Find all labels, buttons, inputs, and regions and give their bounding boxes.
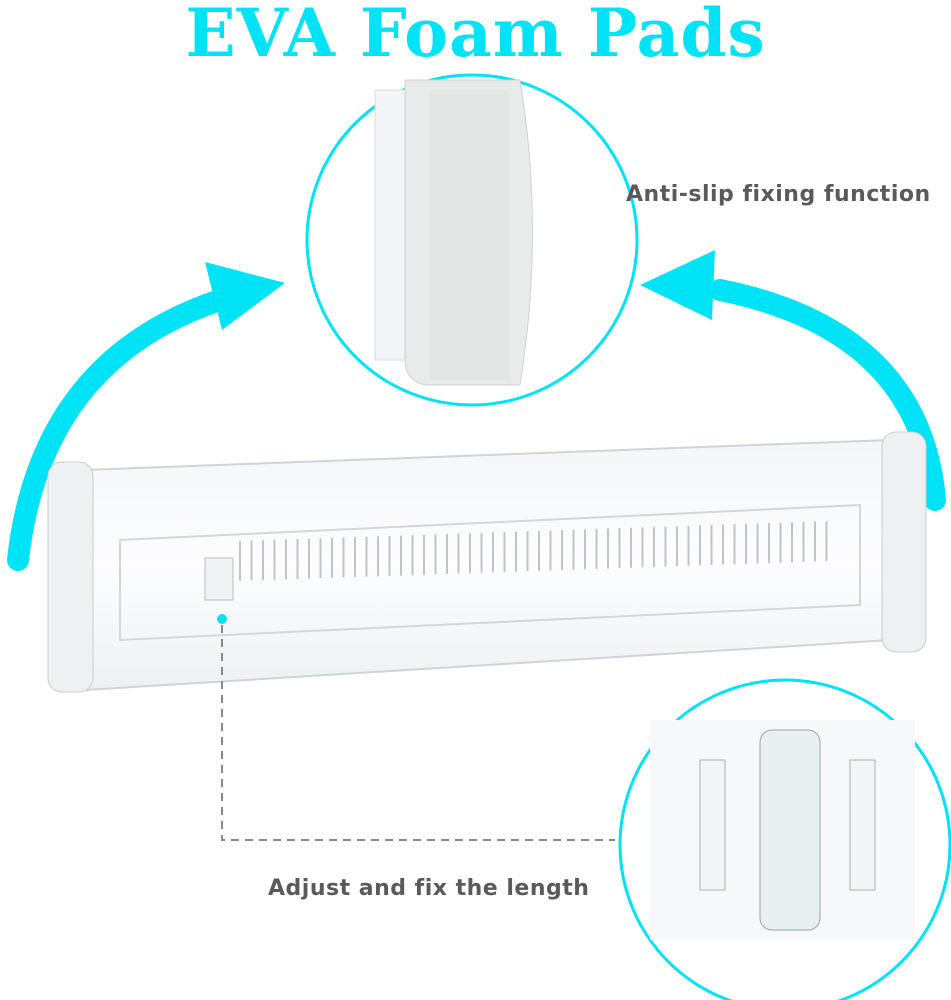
slider-closeup-circle — [618, 678, 951, 1000]
anti-slip-callout: Anti-slip fixing function — [626, 182, 931, 207]
length-leader-line — [217, 614, 615, 841]
adjust-length-callout: Adjust and fix the length — [268, 876, 590, 901]
headline-title: EVA Foam Pads — [185, 0, 766, 72]
left-arc-arrow-icon — [7, 262, 285, 571]
right-arc-arrow-icon — [640, 250, 946, 511]
drawer-divider-body — [47, 431, 927, 693]
foam-pad-closeup-circle — [305, 73, 639, 407]
